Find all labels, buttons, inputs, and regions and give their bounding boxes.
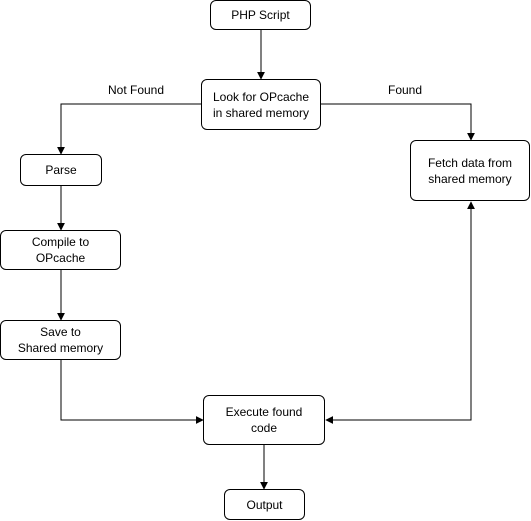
edge-label-found: Found	[388, 83, 423, 97]
node-php-script[interactable]: PHP Script	[210, 0, 311, 30]
node-parse[interactable]: Parse	[20, 154, 102, 186]
edge-save-to-execute	[60, 360, 204, 424]
edge-lookup-to-parse	[57, 103, 201, 155]
node-save-to-shared-memory[interactable]: Save to Shared memory	[0, 320, 121, 360]
edge-lookup-to-fetch	[321, 103, 475, 141]
node-output[interactable]: Output	[224, 489, 305, 520]
node-fetch-data[interactable]: Fetch data from shared memory	[410, 140, 530, 201]
node-look-for-opcache[interactable]: Look for OPcache in shared memory	[201, 79, 321, 130]
edge-execute-fetch	[325, 201, 475, 424]
node-compile-to-opcache[interactable]: Compile to OPcache	[0, 230, 121, 270]
node-execute-found-code[interactable]: Execute found code	[203, 395, 325, 445]
edge-label-not-found: Not Found	[108, 83, 165, 97]
